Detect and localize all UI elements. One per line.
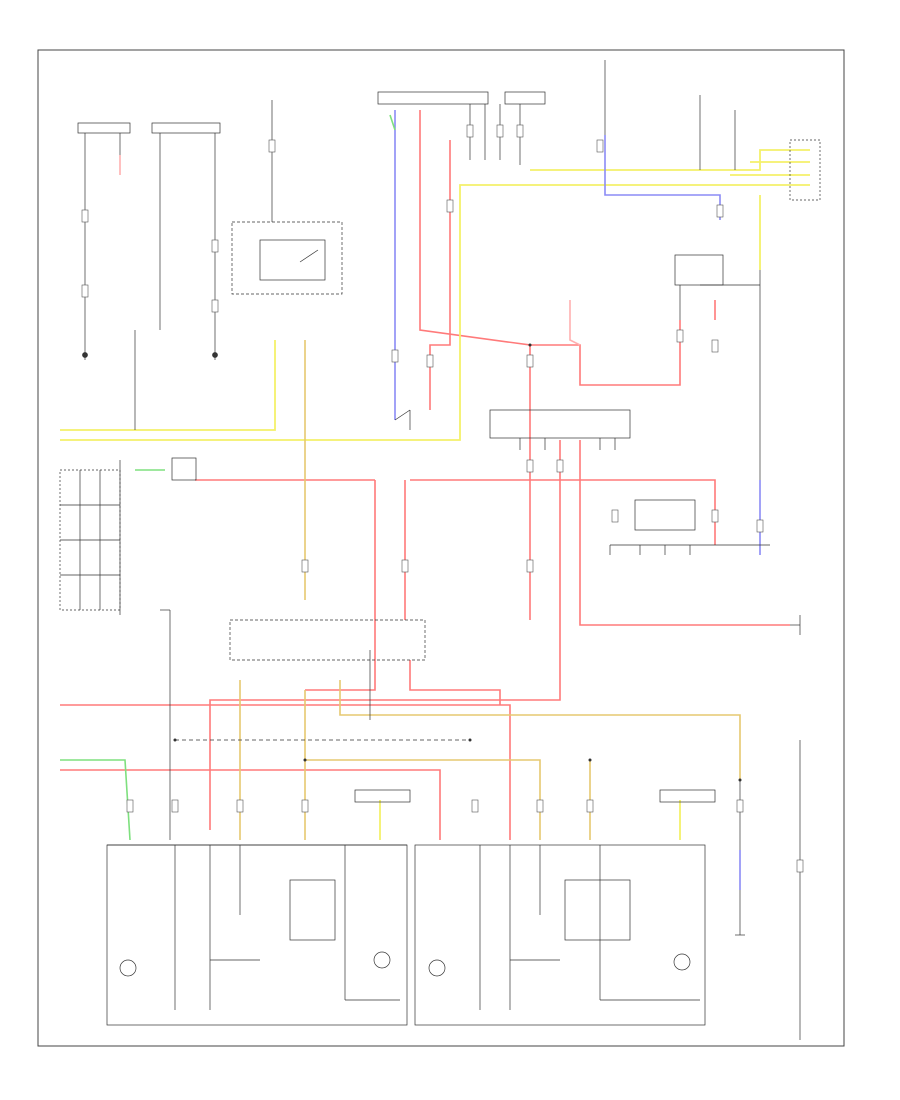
wires-pink [119, 155, 581, 346]
wires-black [59, 60, 821, 1040]
wires-yellow [60, 149, 810, 840]
splice-points [173, 343, 742, 782]
wire-markers [81, 124, 804, 873]
wires-red [60, 110, 790, 840]
diagram-border [37, 49, 845, 1047]
wires-green [60, 114, 396, 841]
